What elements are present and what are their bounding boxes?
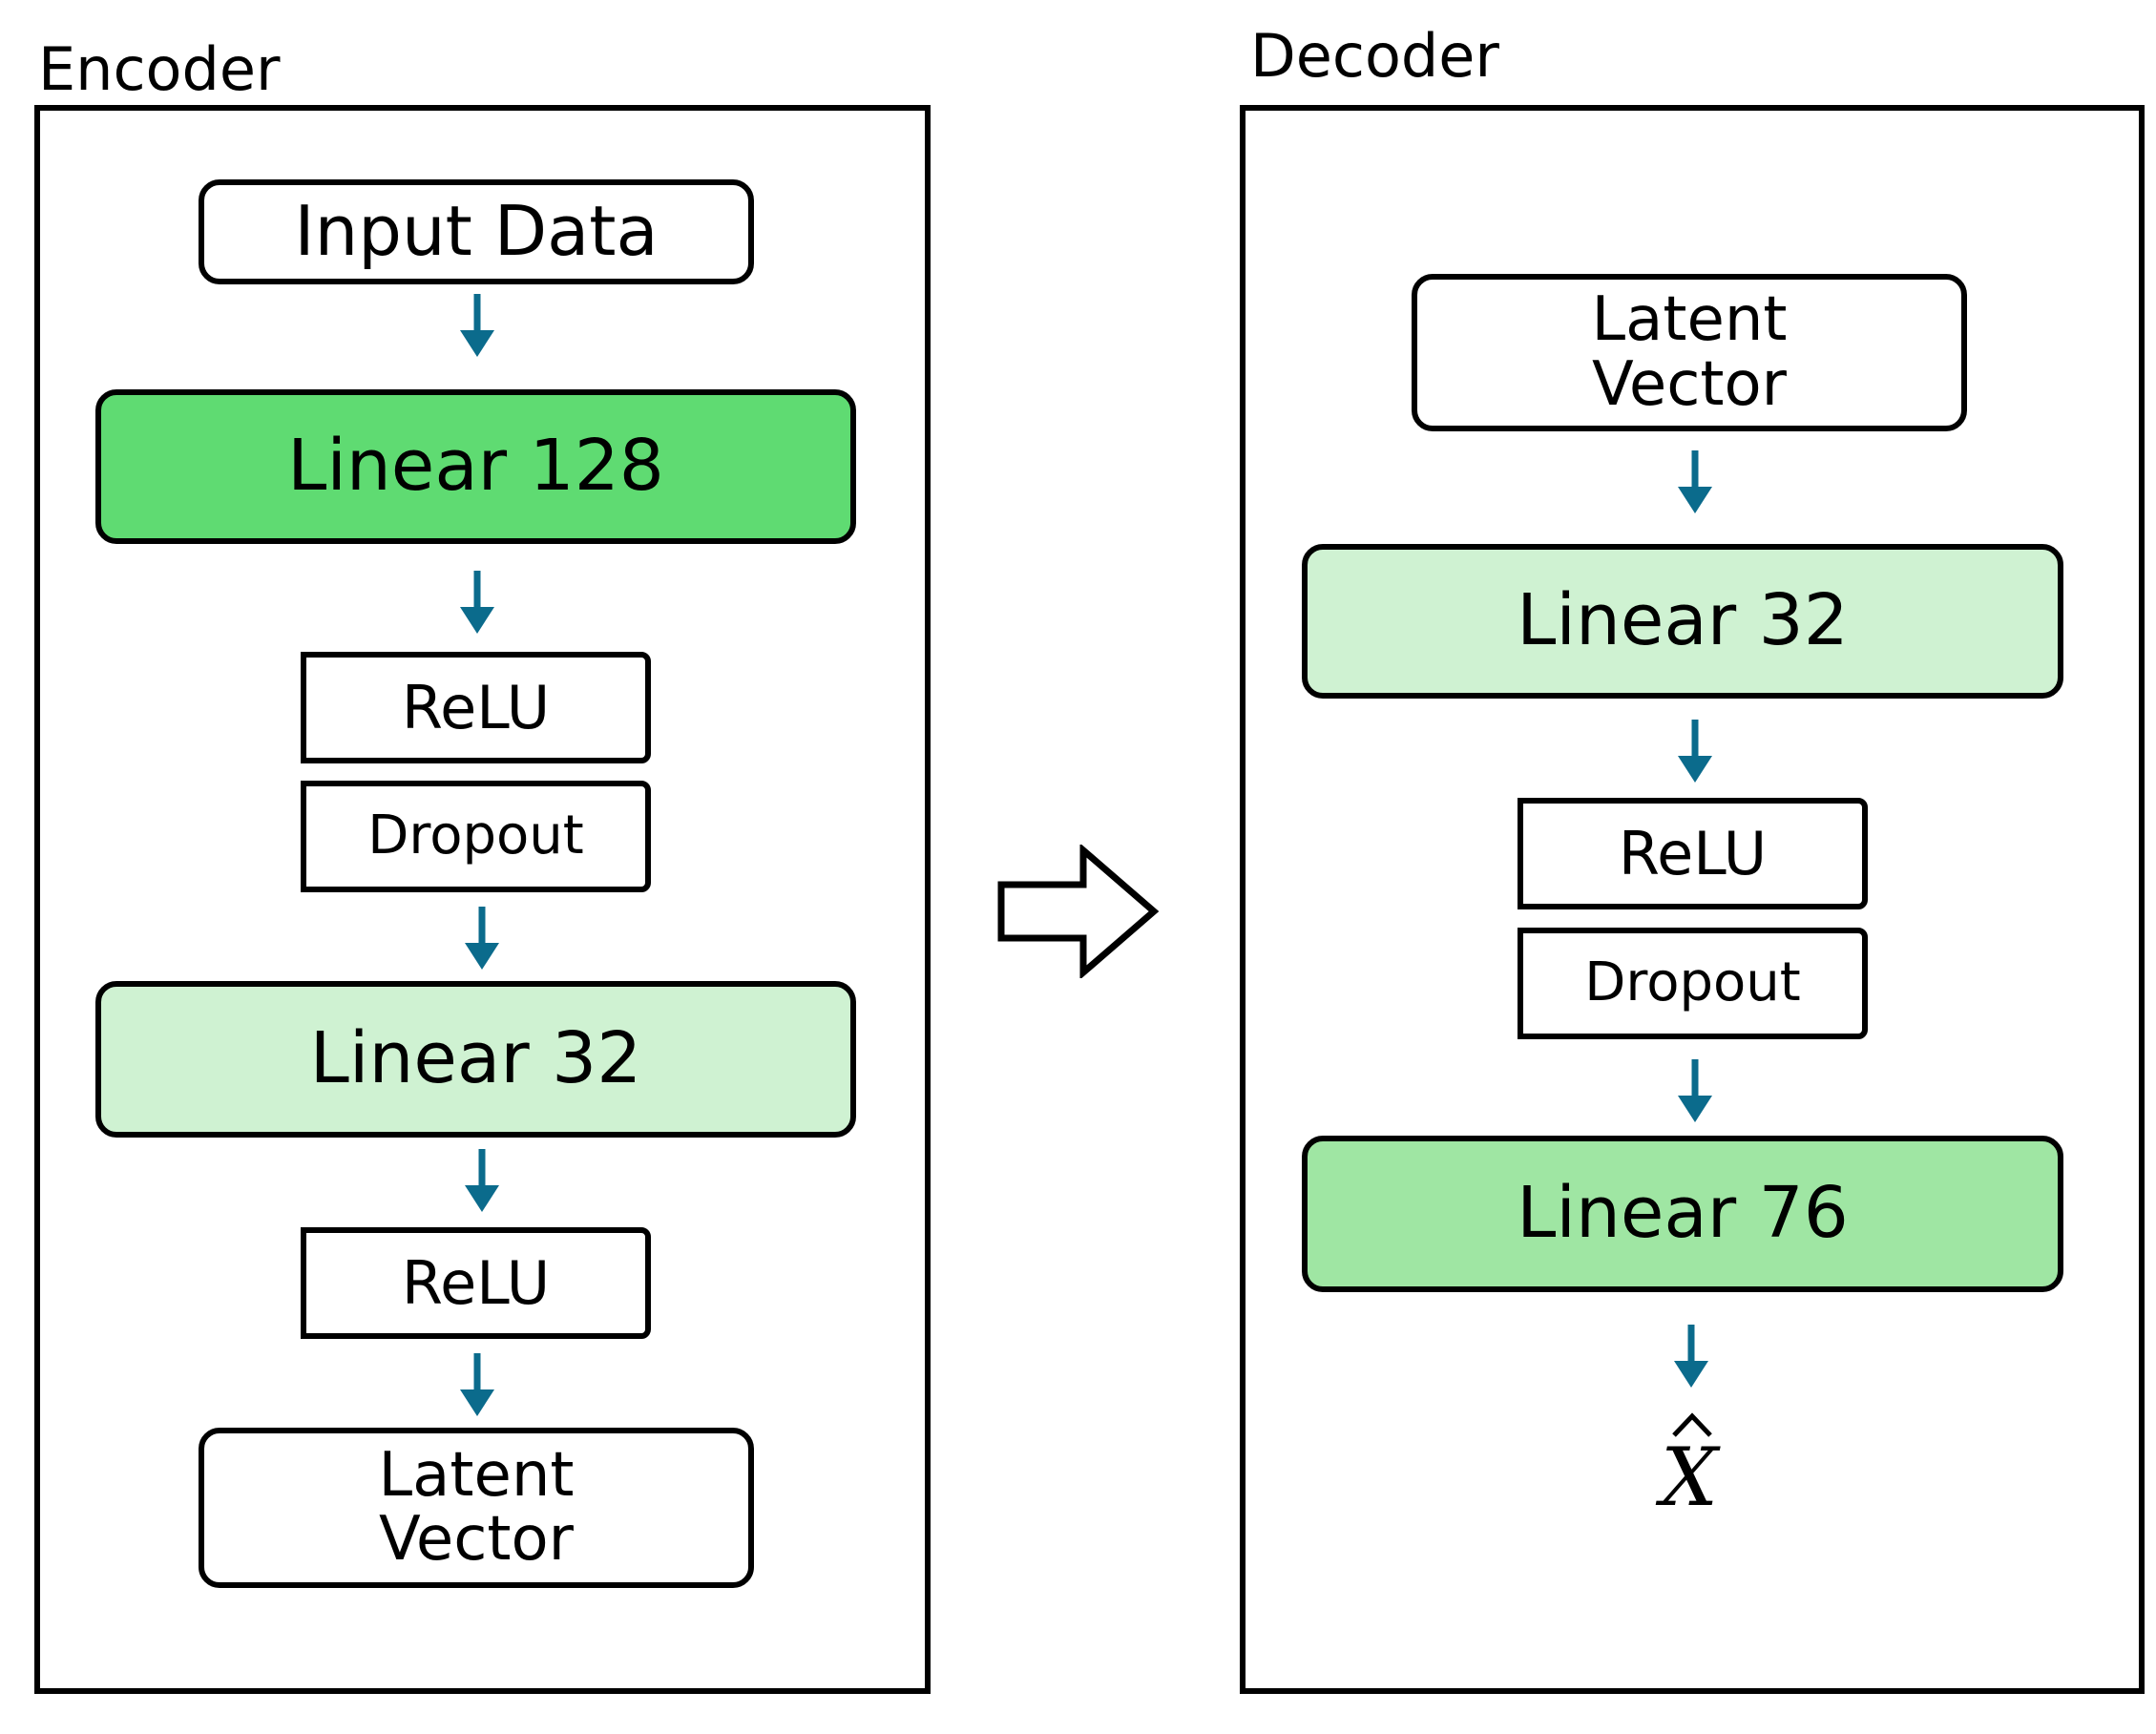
decoder-output-xhat: X (1622, 1412, 1756, 1517)
decoder-relu-block: ReLU (1518, 798, 1868, 909)
encoder-latent-vector-label: Latent Vector (378, 1439, 575, 1575)
encoder-relu-label-2: ReLU (401, 1247, 551, 1318)
encoder-title: Encoder (38, 34, 281, 104)
down-arrow-icon (1676, 449, 1714, 515)
decoder-latent-vector-label: Latent Vector (1591, 284, 1788, 420)
encoder-linear-128-label: Linear 128 (287, 425, 664, 508)
decoder-linear-76-label: Linear 76 (1517, 1172, 1849, 1255)
decoder-title: Decoder (1250, 21, 1499, 91)
encoder-dropout-block: Dropout (301, 781, 651, 892)
encoder-latent-vector-block: Latent Vector (199, 1428, 754, 1588)
encoder-relu-label-1: ReLU (401, 672, 551, 742)
decoder-linear-32-block: Linear 32 (1302, 544, 2063, 699)
hat-accent-icon (1672, 1412, 1712, 1437)
encoder-input-data-label: Input Data (294, 191, 659, 272)
down-arrow-icon (463, 905, 501, 971)
right-hollow-arrow-icon (997, 845, 1160, 978)
encoder-linear-32-block: Linear 32 (95, 981, 856, 1138)
encoder-linear-32-label: Linear 32 (309, 1017, 642, 1100)
down-arrow-icon (458, 292, 496, 359)
decoder-dropout-block: Dropout (1518, 928, 1868, 1039)
decoder-output-label: X (1661, 1431, 1718, 1524)
decoder-linear-32-label: Linear 32 (1517, 579, 1849, 662)
down-arrow-icon (1676, 1057, 1714, 1124)
encoder-dropout-label: Dropout (367, 804, 584, 867)
encoder-linear-128-block: Linear 128 (95, 389, 856, 544)
down-arrow-icon (463, 1147, 501, 1214)
encoder-relu-block-1: ReLU (301, 652, 651, 763)
down-arrow-icon (1672, 1323, 1710, 1389)
down-arrow-icon (458, 1351, 496, 1418)
decoder-linear-76-block: Linear 76 (1302, 1136, 2063, 1292)
decoder-latent-vector-block: Latent Vector (1412, 274, 1967, 431)
decoder-dropout-label: Dropout (1584, 951, 1801, 1014)
encoder-input-data-block: Input Data (199, 179, 754, 284)
encoder-relu-block-2: ReLU (301, 1227, 651, 1339)
down-arrow-icon (458, 569, 496, 636)
decoder-relu-label: ReLU (1618, 818, 1768, 888)
down-arrow-icon (1676, 718, 1714, 784)
